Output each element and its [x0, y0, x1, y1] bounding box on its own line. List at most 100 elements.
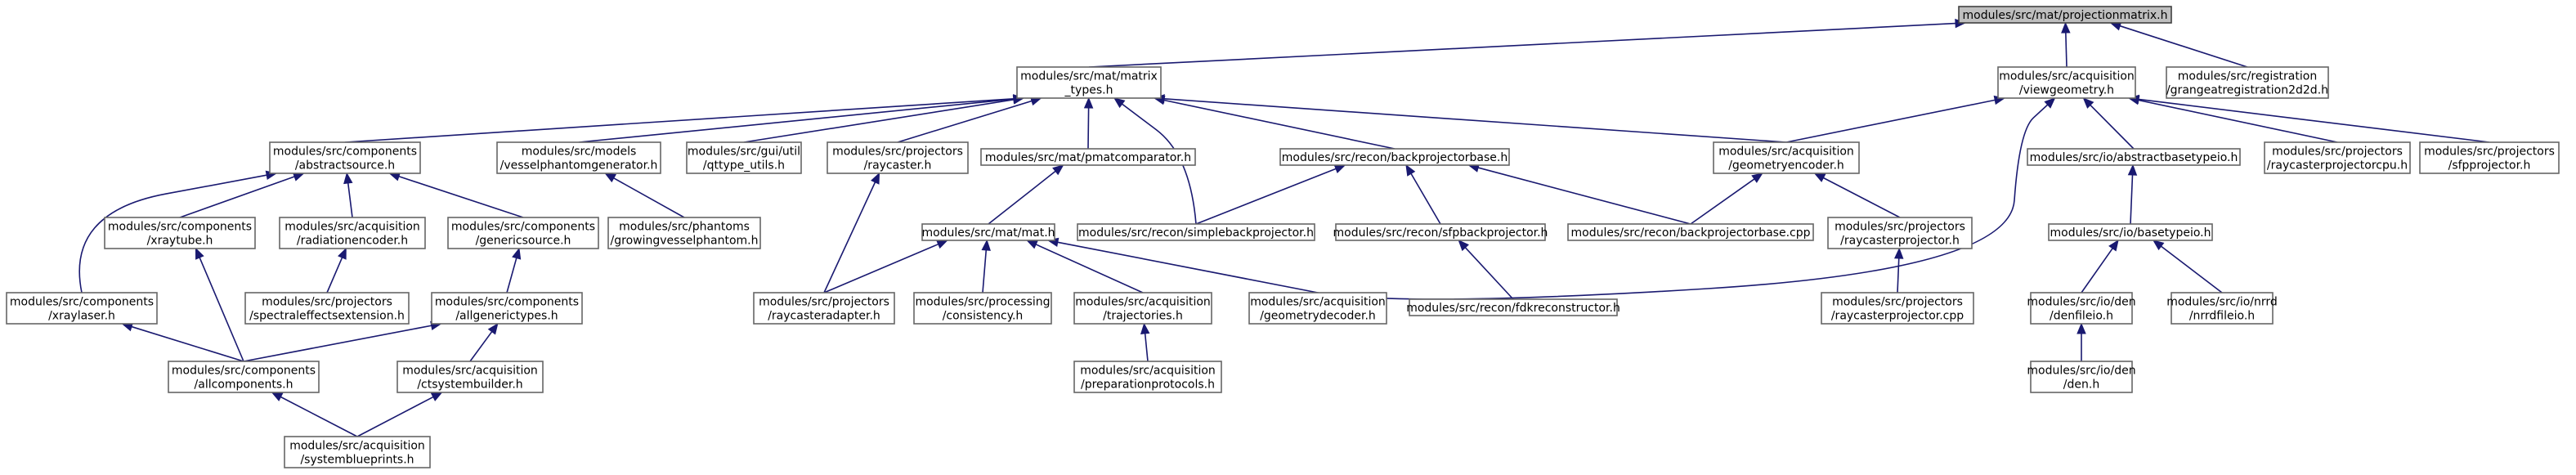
node-label-line: modules/src/models	[522, 146, 637, 159]
node-box	[1827, 217, 1973, 249]
node-box	[686, 141, 802, 174]
edge-arrowhead	[1813, 173, 1826, 182]
node-den-h[interactable]: modules/src/io/den/den.h	[2027, 361, 2136, 393]
node-label-line: modules/src/acquisition	[284, 221, 420, 234]
node-nrrdfileio[interactable]: modules/src/io/nrrd/nrrdfileio.h	[2166, 292, 2278, 325]
node-label-line: modules/src/components	[273, 146, 417, 159]
node-label-line: /allcomponents.h	[195, 379, 293, 392]
node-backprojectorbase-cpp[interactable]: modules/src/recon/backprojectorbase.cpp	[1567, 223, 1814, 241]
edge-sfpprojector-to-viewgeometry	[2127, 94, 2490, 143]
node-raycasteradapter[interactable]: modules/src/projectors/raycasteradapter.…	[753, 292, 895, 325]
edge-line	[1477, 167, 1691, 225]
edge-line	[131, 325, 244, 362]
node-box	[2166, 66, 2329, 99]
node-vesselphantomgenerator[interactable]: modules/src/models/vesselphantomgenerato…	[496, 141, 661, 174]
node-sfpprojector[interactable]: modules/src/projectors/sfpprojector.h	[2419, 141, 2560, 174]
node-denfileio[interactable]: modules/src/io/den/denfileio.h	[2027, 292, 2136, 325]
node-label-line: modules/src/projectors	[1835, 221, 1965, 234]
node-fdkreconstructor[interactable]: modules/src/recon/fdkreconstructor.h	[1406, 298, 1620, 316]
node-qttype-utils[interactable]: modules/src/gui/util/qttype_utils.h	[686, 141, 802, 174]
edge-line	[743, 99, 1015, 143]
node-geometryencoder[interactable]: modules/src/acquisition/geometryencoder.…	[1713, 141, 1860, 174]
node-sfpbackprojector[interactable]: modules/src/recon/sfpbackprojector.h	[1333, 223, 1548, 241]
node-preparationprotocols[interactable]: modules/src/acquisition/preparationproto…	[1073, 361, 1222, 393]
node-label-line: /spectraleffectsextension.h	[249, 310, 405, 323]
edge-raycasterprojector-cpp-to-raycasterprojector-h	[1893, 247, 1904, 294]
edge-arrowhead	[871, 172, 880, 185]
node-raycaster[interactable]: modules/src/projectors/raycaster.h	[827, 141, 969, 174]
node-label-line: modules/src/mat/matrix	[1020, 70, 1158, 83]
edge-line	[1464, 247, 1514, 300]
node-matrix-types[interactable]: modules/src/mat/matrix_types.h	[1016, 66, 1162, 99]
edge-arrowhead	[1458, 240, 1469, 252]
node-label-line: modules/src/projectors	[2424, 146, 2555, 159]
edge-arrowhead	[2127, 164, 2138, 176]
node-growingvesselphantom[interactable]: modules/src/phantoms/growingvesselphanto…	[607, 217, 761, 249]
node-basetypeio[interactable]: modules/src/io/basetypeio.h	[2048, 223, 2213, 241]
node-label-line: modules/src/recon/fdkreconstructor.h	[1406, 302, 1620, 315]
edge-line	[1088, 22, 1956, 68]
edge-arrowhead	[271, 392, 284, 401]
node-raycasterprojector-cpp[interactable]: modules/src/projectors/raycasterprojecto…	[1821, 292, 1974, 325]
node-abstractbasetypeio[interactable]: modules/src/io/abstractbasetypeio.h	[2027, 148, 2241, 166]
edge-line	[1163, 98, 1787, 143]
node-label-line: /radiationencoder.h	[297, 235, 408, 248]
edge-arrowhead	[1405, 164, 1416, 177]
edge-systemblueprints-to-allcomponents	[271, 392, 358, 437]
node-genericsource[interactable]: modules/src/components/genericsource.h	[447, 217, 599, 249]
node-pmatcomparator[interactable]: modules/src/mat/pmatcomparator.h	[980, 148, 1196, 166]
edge-line	[179, 176, 295, 218]
node-label-line: modules/src/components	[10, 296, 154, 309]
edge-arrowhead	[343, 172, 353, 185]
node-simplebackprojector[interactable]: modules/src/recon/simplebackprojector.h	[1077, 223, 1315, 241]
node-box	[2048, 223, 2213, 241]
node-geometrydecoder[interactable]: modules/src/acquisition/geometrydecoder.…	[1248, 292, 1387, 325]
node-grangeatregistration2d2d[interactable]: modules/src/registration/grangeatregistr…	[2166, 66, 2329, 99]
node-systemblueprints[interactable]: modules/src/acquisition/systemblueprints…	[284, 436, 431, 468]
node-box	[2419, 141, 2560, 174]
node-box	[2171, 292, 2274, 325]
node-raycasterprojectorcpu[interactable]: modules/src/projectors/raycasterprojecto…	[2264, 141, 2411, 174]
node-xraytube[interactable]: modules/src/components/xraytube.h	[104, 217, 256, 249]
node-ctsystembuilder[interactable]: modules/src/acquisition/ctsystembuilder.…	[396, 361, 544, 393]
node-allcomponents[interactable]: modules/src/components/allcomponents.h	[168, 361, 320, 393]
node-viewgeometry[interactable]: modules/src/acquisition/viewgeometry.h	[1997, 66, 2136, 99]
edge-arrowhead	[1140, 322, 1150, 335]
node-label-line: modules/src/acquisition	[1999, 70, 2135, 83]
edge-line	[988, 170, 1056, 225]
edge-arrowhead	[1026, 240, 1039, 249]
edge-line	[78, 174, 267, 294]
node-box	[2030, 292, 2133, 325]
edge-line	[2130, 174, 2134, 225]
edge-line	[1144, 333, 1149, 362]
node-consistency[interactable]: modules/src/processing/consistency.h	[913, 292, 1052, 325]
node-mat-h[interactable]: modules/src/mat/mat.h	[921, 223, 1055, 241]
edge-grangeatregistration2d2d-to-projectionmatrix	[2109, 21, 2248, 68]
node-raycasterprojector-h[interactable]: modules/src/projectors/raycasterprojecto…	[1827, 217, 1973, 249]
edge-allcomponents-to-xraytube	[195, 247, 244, 362]
node-label-line: modules/src/components	[172, 365, 316, 378]
node-radiationencoder[interactable]: modules/src/acquisition/radiationencoder…	[279, 217, 426, 249]
node-label-line: modules/src/acquisition	[1718, 146, 1854, 159]
node-allgenerictypes[interactable]: modules/src/components/allgenerictypes.h	[431, 292, 583, 325]
node-box	[1073, 361, 1222, 393]
edge-preparationprotocols-to-trajectories	[1140, 322, 1150, 362]
node-projectionmatrix[interactable]: modules/src/mat/projectionmatrix.h	[1958, 6, 2172, 24]
edge-line	[1195, 168, 1337, 225]
node-label-line: modules/src/io/den	[2027, 365, 2135, 378]
node-label-line: modules/src/recon/backprojectorbase.h	[1282, 151, 1508, 164]
node-label-line: /geometryencoder.h	[1728, 159, 1844, 173]
node-box	[6, 292, 158, 325]
node-spectraleffectsextension[interactable]: modules/src/projectors/spectraleffectsex…	[244, 292, 410, 325]
node-trajectories[interactable]: modules/src/acquisition/trajectories.h	[1073, 292, 1212, 325]
node-label-line: /denfileio.h	[2050, 310, 2113, 323]
edge-arrowhead	[1113, 97, 1126, 109]
edge-ctsystembuilder-to-allgenerictypes	[469, 322, 499, 362]
node-label-line: modules/src/recon/backprojectorbase.cpp	[1570, 226, 1810, 240]
node-backprojectorbase-h[interactable]: modules/src/recon/backprojectorbase.h	[1279, 148, 1510, 166]
edge-line	[2119, 25, 2248, 68]
node-box	[1279, 148, 1510, 166]
edge-line	[982, 249, 988, 294]
node-xraylaser[interactable]: modules/src/components/xraylaser.h	[6, 292, 158, 325]
node-abstractsource[interactable]: modules/src/components/abstractsource.h	[269, 141, 421, 174]
